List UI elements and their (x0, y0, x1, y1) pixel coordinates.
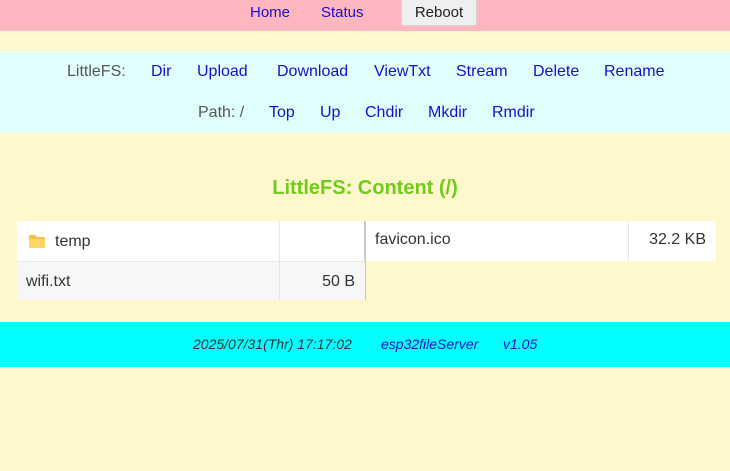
column-divider (364, 221, 366, 300)
menu-download-link[interactable]: Download (277, 63, 349, 80)
top-nav-bar: Home Status Reboot (0, 0, 730, 31)
fs-label: LittleFS: (67, 63, 126, 80)
menu-viewtxt-link[interactable]: ViewTxt (374, 63, 431, 80)
content-title: LittleFS: Content (/) (272, 177, 458, 199)
path-top-link[interactable]: Top (269, 104, 295, 121)
file-menu-bar: LittleFS: Dir Upload Download ViewTxt St… (0, 52, 730, 133)
file-name[interactable]: temp (55, 233, 91, 250)
file-size-cell (279, 221, 365, 261)
status-link[interactable]: Status (321, 4, 364, 21)
path-label: Path: / (198, 104, 245, 121)
menu-dir-link[interactable]: Dir (151, 63, 172, 80)
menu-upload-link[interactable]: Upload (197, 63, 248, 80)
home-link[interactable]: Home (250, 4, 291, 21)
file-name[interactable]: favicon.ico (375, 231, 451, 248)
footer-server-name: esp32fileServer (381, 336, 479, 352)
path-chdir-link[interactable]: Chdir (365, 104, 404, 121)
menu-rename-link[interactable]: Rename (604, 63, 665, 80)
path-menu-row: Path: / Top Up Chdir Mkdir Rmdir (0, 101, 730, 125)
reboot-button[interactable]: Reboot (401, 0, 477, 26)
footer-datetime: 2025/07/31(Thr) 17:17:02 (193, 336, 352, 352)
menu-delete-link[interactable]: Delete (533, 63, 580, 80)
file-name[interactable]: wifi.txt (26, 273, 71, 290)
file-size-cell: 32.2 KB (628, 221, 716, 261)
footer-version: v1.05 (503, 336, 538, 352)
file-size: 50 B (322, 273, 355, 290)
footer-bar: 2025/07/31(Thr) 17:17:02 esp32fileServer… (0, 322, 730, 367)
path-mkdir-link[interactable]: Mkdir (428, 104, 468, 121)
file-row-favicon[interactable]: favicon.ico (366, 221, 628, 261)
file-row-temp[interactable]: temp (17, 221, 279, 261)
path-rmdir-link[interactable]: Rmdir (492, 104, 535, 121)
file-row-wifi[interactable]: wifi.txt (17, 261, 279, 300)
menu-stream-link[interactable]: Stream (456, 63, 508, 80)
path-up-link[interactable]: Up (320, 104, 341, 121)
fs-menu-row: LittleFS: Dir Upload Download ViewTxt St… (0, 60, 730, 84)
file-size-cell: 50 B (279, 261, 365, 300)
file-size: 32.2 KB (649, 231, 706, 248)
